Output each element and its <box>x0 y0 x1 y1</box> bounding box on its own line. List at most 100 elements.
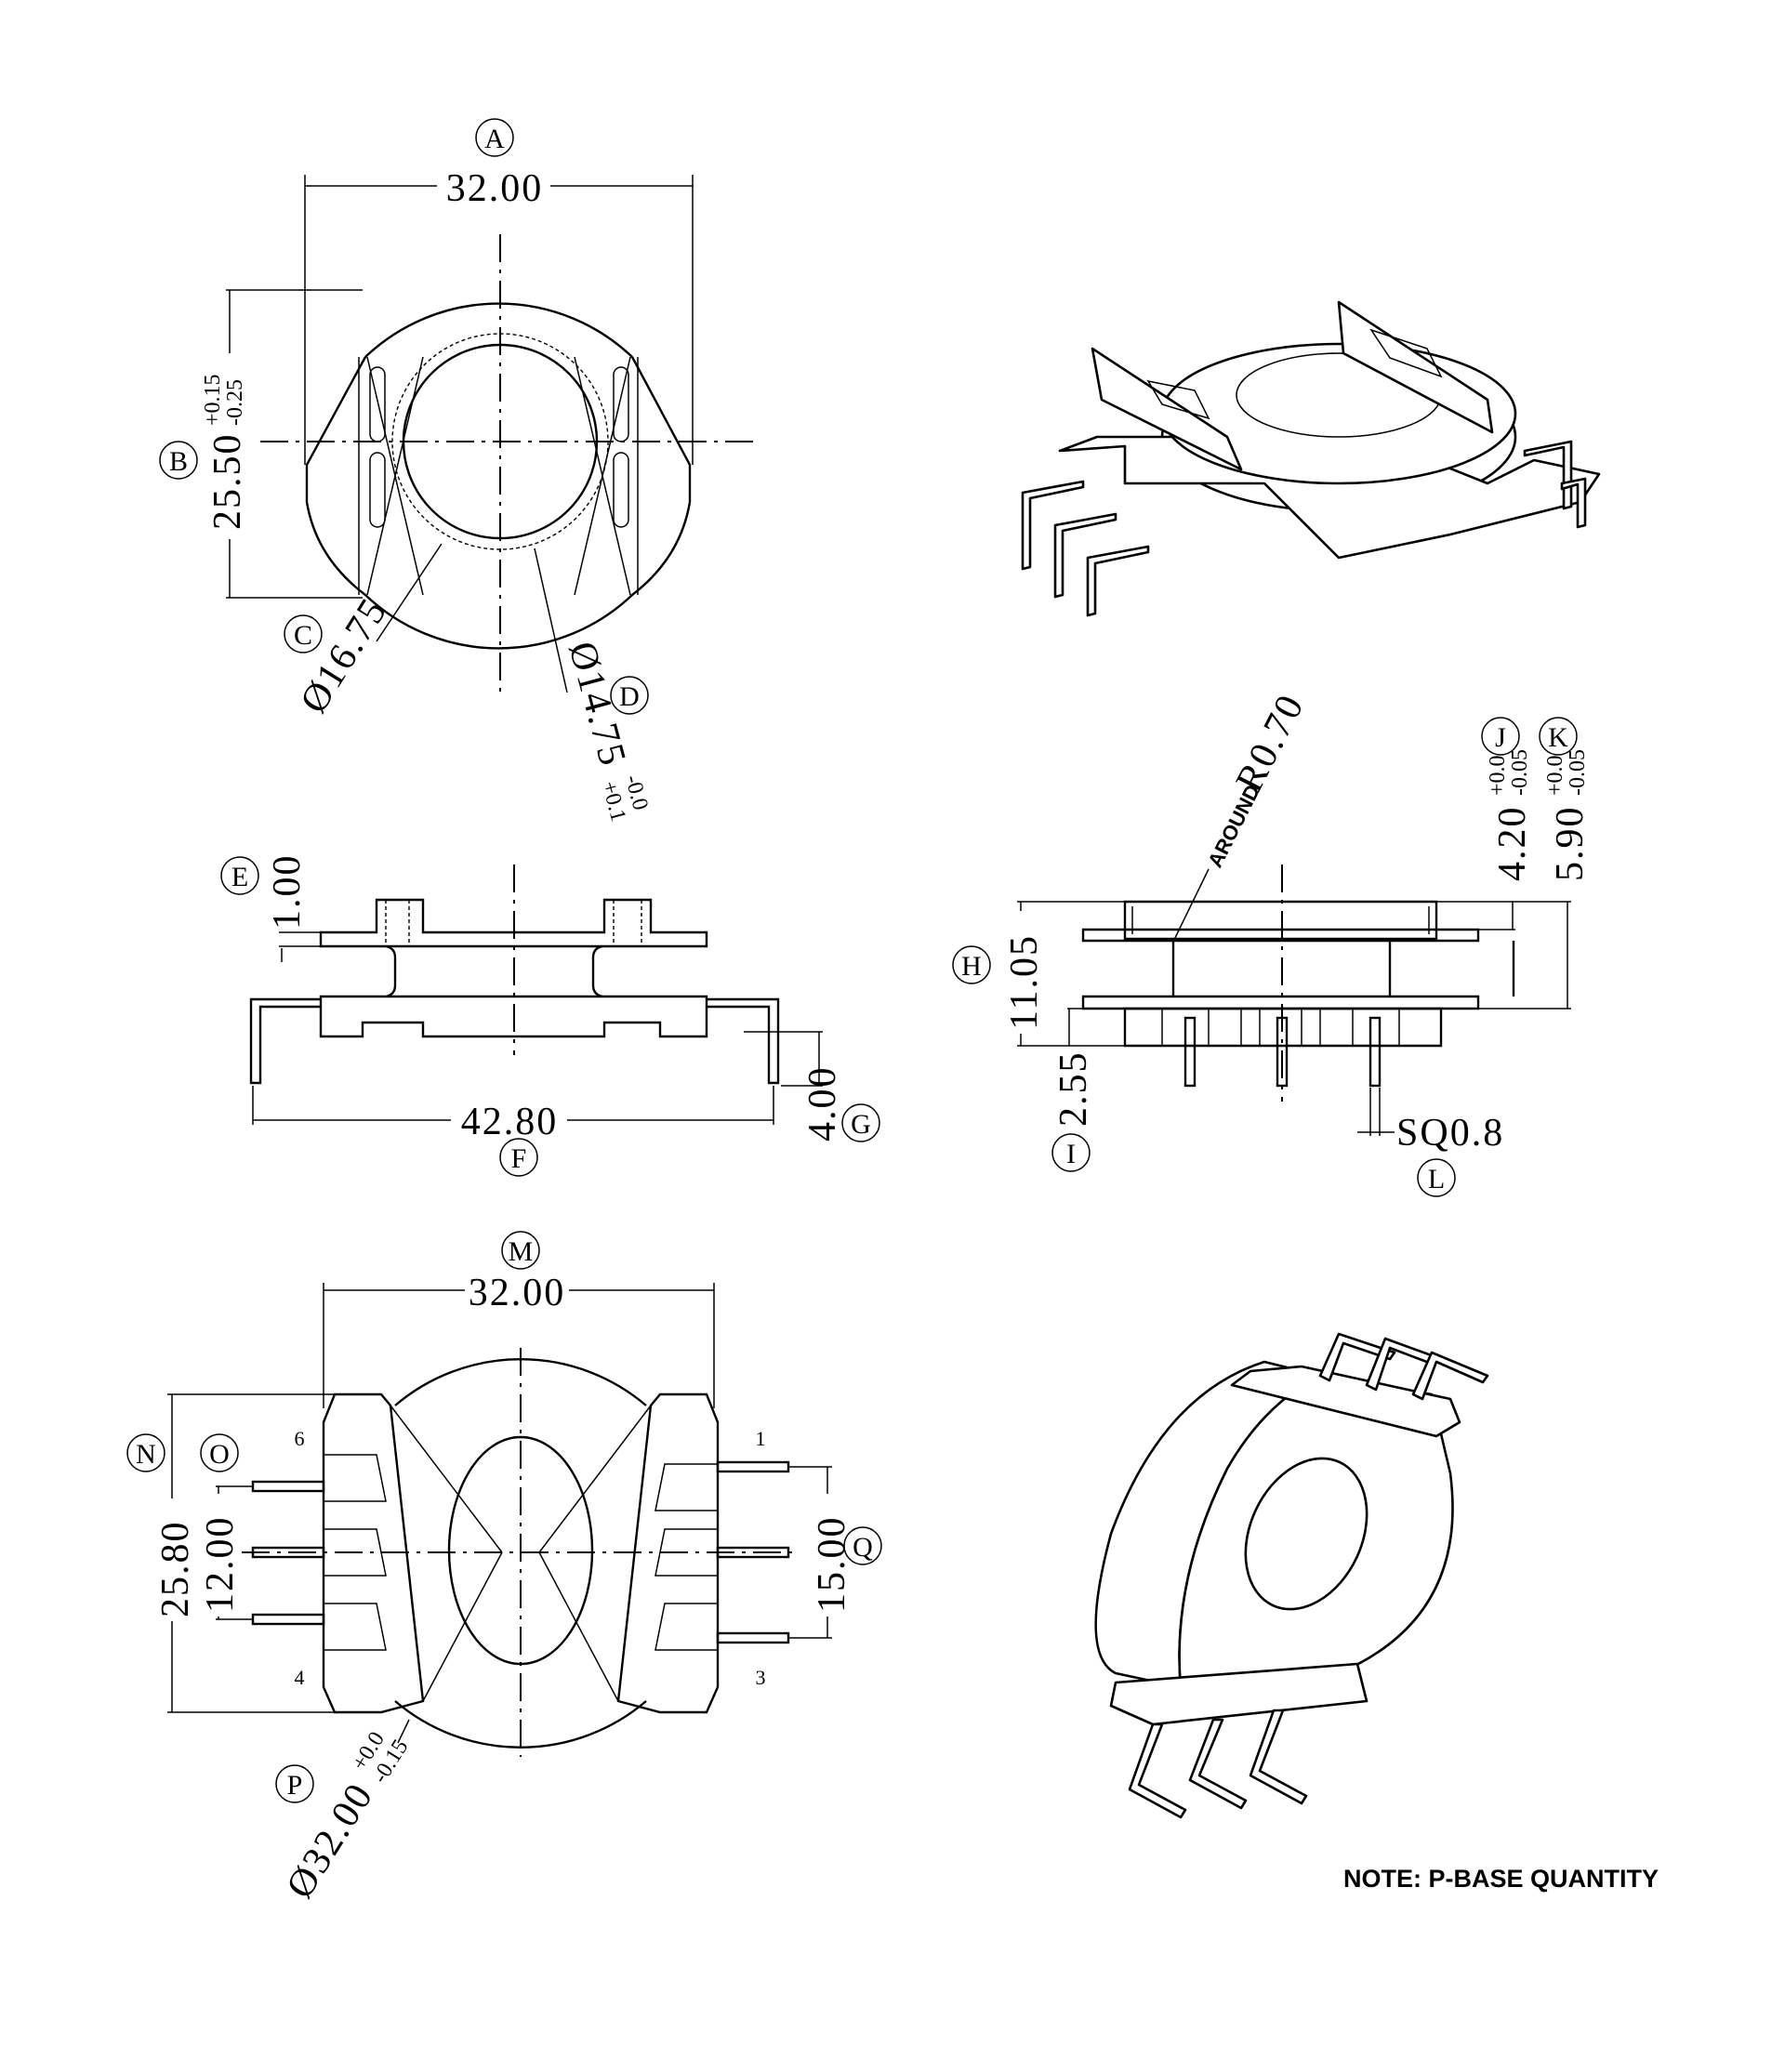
dim-b-value: 25.50 <box>206 433 249 531</box>
bubble-e <box>220 856 259 895</box>
dim-k-tol-plus: +0.0 <box>1543 755 1567 796</box>
iso-top-rail <box>1230 1365 1461 1438</box>
bubble-f <box>499 1138 538 1177</box>
side-top-flange <box>319 898 708 948</box>
dim-h-value: 11.05 <box>1003 934 1046 1030</box>
bottom-diagonals <box>390 1405 652 1702</box>
bubble-o <box>200 1433 239 1472</box>
bubble-m <box>501 1231 540 1270</box>
dim-c-value: Ø16.75 <box>292 590 396 720</box>
bubble-c <box>284 614 323 653</box>
pin-label-3: 3 <box>756 1666 766 1689</box>
top-view: A 32.00 B 25.50 +0.15 <box>159 118 753 824</box>
dim-a-value: 32.00 <box>446 167 544 210</box>
iso-bottom-rail <box>1109 1662 1368 1726</box>
isometric-view-top <box>1021 300 1601 617</box>
leader-p <box>397 1719 410 1744</box>
bubble-k <box>1539 717 1578 756</box>
bubble-m-label: M <box>509 1236 534 1267</box>
dim-g-value: 4.00 <box>801 1066 844 1142</box>
bubble-c-label: C <box>294 620 312 651</box>
dim-b-tol-minus: -0.25 <box>223 379 247 426</box>
iso-wing-left <box>1091 347 1243 471</box>
iso-top-pin-3 <box>1411 1351 1489 1401</box>
iso-bore-hole <box>1244 1457 1368 1611</box>
bubble-e-label: E <box>231 862 248 892</box>
front-winding <box>1171 941 1515 996</box>
side-pin-right <box>707 997 780 1085</box>
dim-e-value: 1.00 <box>266 854 309 930</box>
iso-pin-2 <box>1053 512 1117 599</box>
bubble-a-label: A <box>484 124 505 154</box>
slot-tr <box>613 366 629 442</box>
front-base <box>1123 1007 1443 1048</box>
front-lower-flange <box>1081 995 1480 1010</box>
bubble-j <box>1481 717 1520 756</box>
front-pin-left <box>1183 1016 1197 1088</box>
side-hidden-top <box>385 900 642 946</box>
dim-j-tol-plus: +0.0 <box>1486 755 1510 796</box>
note-text: NOTE: P-BASE QUANTITY <box>1343 1865 1659 1893</box>
dim-q-value: 15.00 <box>811 1516 853 1614</box>
top-body-outline <box>305 302 692 650</box>
side-bottom-flange <box>319 995 708 1038</box>
front-top-cap <box>1123 900 1438 941</box>
bottom-view: M 32.00 6 4 1 3 25.80 <box>126 1231 882 1906</box>
bubble-g <box>841 1103 880 1142</box>
pin-label-4: 4 <box>295 1666 305 1689</box>
bubble-q-label: Q <box>853 1532 873 1563</box>
pin-label-1: 1 <box>756 1427 766 1450</box>
dim-l-value: SQ0.8 <box>1396 1112 1504 1155</box>
top-wing-diagonals <box>366 356 631 596</box>
pin-1 <box>716 1460 790 1473</box>
bubble-l-label: L <box>1428 1164 1445 1194</box>
bubble-d <box>610 676 649 715</box>
dim-k-tol-minus: -0.05 <box>1566 749 1590 796</box>
bubble-b <box>159 441 198 480</box>
bubble-n-label: N <box>136 1439 156 1470</box>
dim-i-value: 2.55 <box>1052 1051 1095 1128</box>
iso-top-pin-1 <box>1318 1332 1396 1382</box>
pin-label-6: 6 <box>295 1427 305 1450</box>
bubble-h-label: H <box>961 951 982 982</box>
iso-bottom-pin-3 <box>1249 1709 1308 1805</box>
iso-wing-right-slot <box>1369 328 1443 378</box>
bubble-i <box>1051 1133 1091 1172</box>
leader-radius <box>1172 868 1210 943</box>
bubble-p <box>275 1764 314 1803</box>
bubble-b-label: B <box>169 446 188 477</box>
leader-d <box>534 548 568 693</box>
iso-bottom-pin-2 <box>1188 1718 1248 1810</box>
iso-bottom-pin-1 <box>1128 1722 1187 1819</box>
pin-6 <box>251 1480 325 1493</box>
front-pin-right <box>1368 1016 1382 1088</box>
front-base-ribs <box>1161 1009 1400 1046</box>
bubble-p-label: P <box>287 1770 303 1801</box>
iso-pin-4 <box>1523 440 1573 510</box>
pin-3 <box>716 1631 790 1644</box>
front-upper-flange <box>1081 928 1480 943</box>
side-pin-left <box>249 997 321 1085</box>
bubble-i-label: I <box>1066 1139 1076 1169</box>
bubble-n <box>126 1433 165 1472</box>
radius-note-value: R0.70 <box>1228 687 1314 798</box>
dim-o-value: 12.00 <box>199 1516 242 1614</box>
bubble-o-label: O <box>209 1439 230 1470</box>
side-view: E 1.00 42.80 F 4.00 G <box>220 854 880 1177</box>
bubble-g-label: G <box>851 1109 871 1140</box>
bottom-right-pads <box>654 1463 718 1651</box>
iso-wing-left-slot <box>1146 379 1210 420</box>
bottom-left-block <box>322 1392 425 1714</box>
bubble-f-label: F <box>511 1143 527 1174</box>
bubble-h <box>952 945 991 984</box>
bubble-d-label: D <box>619 681 640 712</box>
isometric-view-bottom <box>1094 1332 1489 1819</box>
iso-pin-3 <box>1086 545 1150 617</box>
leader-c <box>376 543 443 642</box>
dim-m-value: 32.00 <box>469 1272 566 1314</box>
dim-b-tol-plus: +0.15 <box>201 374 225 426</box>
dim-j-value: 4.20 <box>1491 806 1534 882</box>
slot-br <box>613 452 629 528</box>
side-tube <box>385 944 603 998</box>
